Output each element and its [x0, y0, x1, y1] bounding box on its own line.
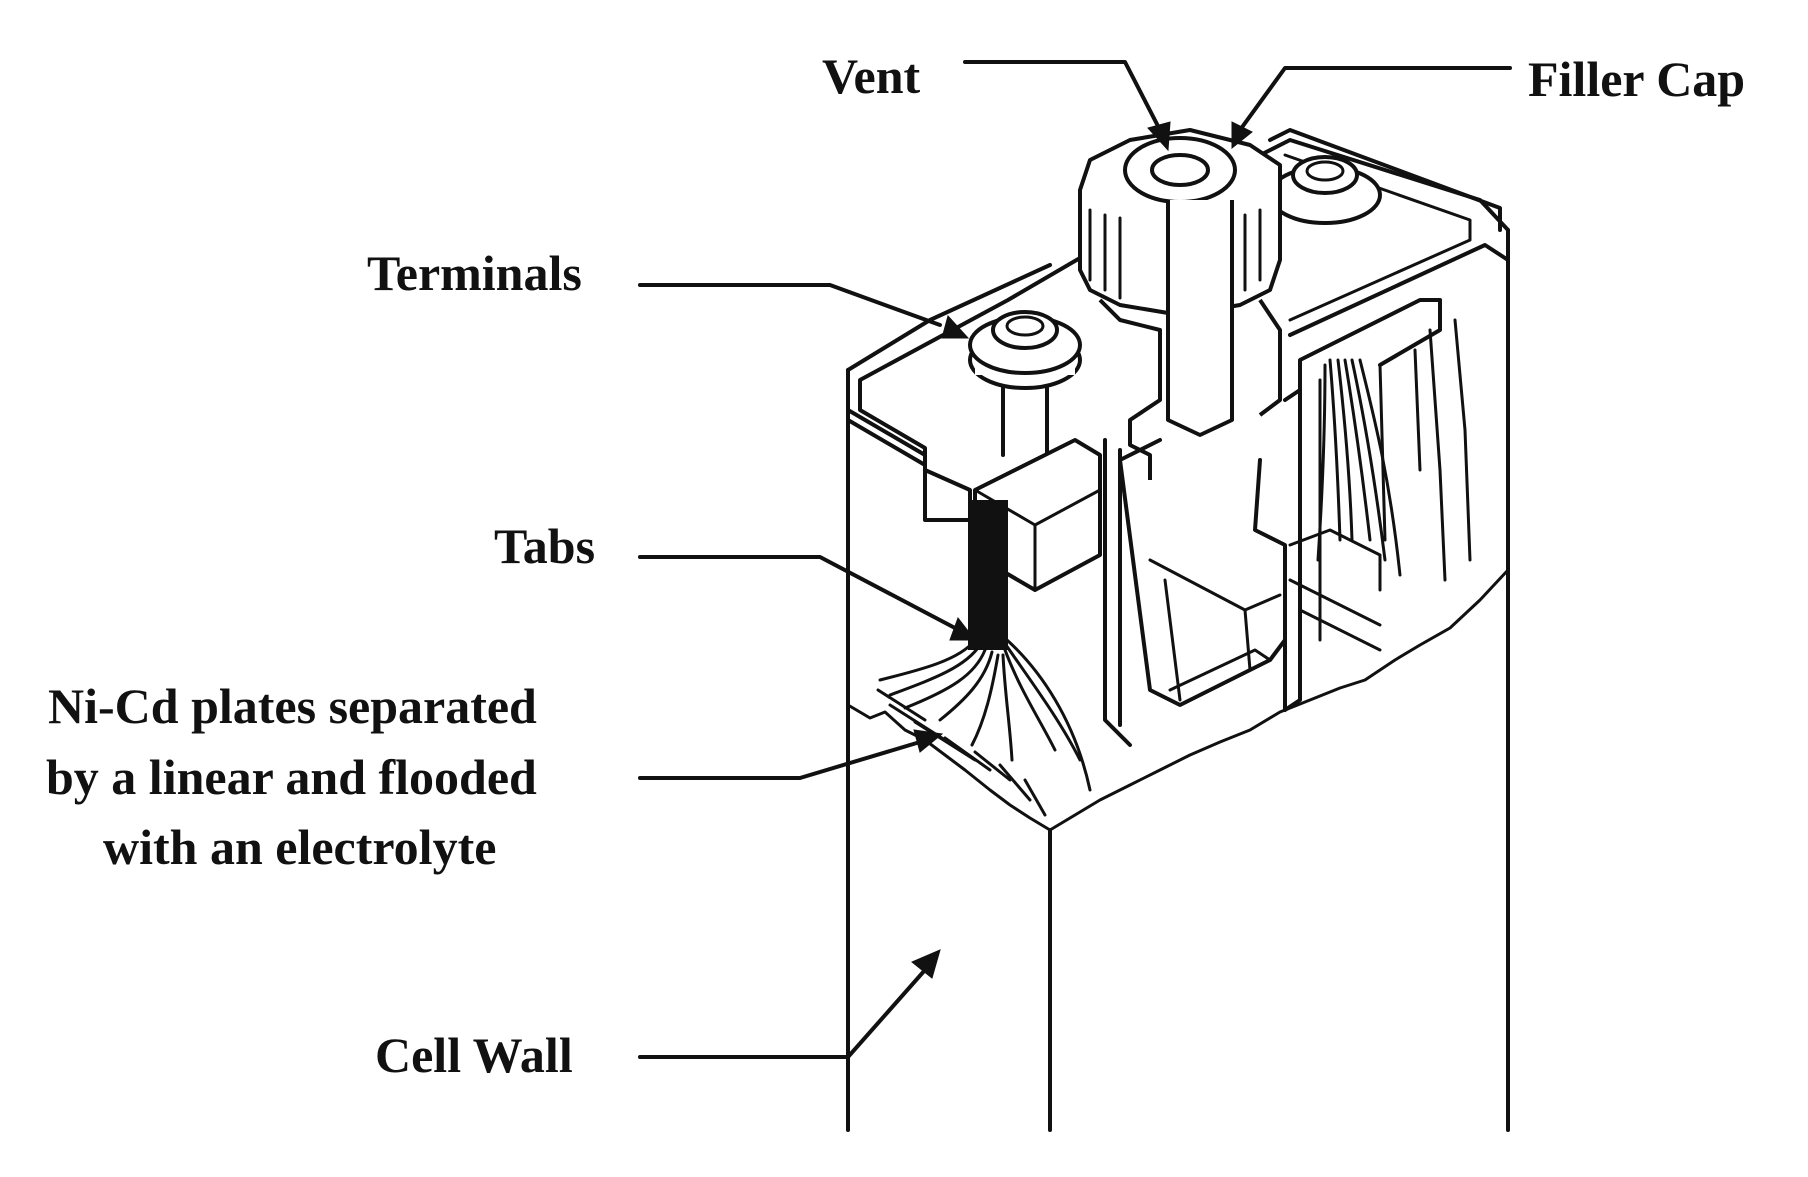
terminals-arrowhead: [941, 314, 970, 339]
cutaway-edge-right: [1048, 568, 1510, 832]
label-tabs: Tabs: [494, 518, 595, 574]
vent-arrowhead: [1147, 121, 1171, 152]
vent-ring-inner: [1150, 153, 1210, 187]
central-well-inner: [1148, 558, 1282, 702]
label-vent: Vent: [822, 48, 921, 104]
central-well: [1118, 438, 1287, 707]
plate-cut-lines: [876, 688, 1047, 817]
plates-arrowhead: [913, 729, 944, 753]
tabs-right-strands: [1316, 358, 1402, 577]
cutaway-edge-left: [846, 703, 1052, 832]
cell-lid-front-lip: [846, 408, 972, 522]
label-cell-wall: Cell Wall: [375, 1027, 573, 1083]
terminals-leader: [638, 283, 970, 339]
plate-slab-left: [1103, 438, 1132, 747]
filler-cap-collar-right: [1258, 298, 1282, 417]
filler-cap-leader-line: [1238, 66, 1512, 132]
cell-lid-right-rim: [1268, 128, 1502, 232]
plates-leader-line: [638, 740, 922, 780]
label-filler-cap: Filler Cap: [1528, 51, 1745, 107]
filler-cap-leader: [1231, 66, 1512, 150]
central-well-floor: [1168, 648, 1272, 692]
plate-cut-lines-paths: [876, 688, 1047, 817]
tabs-leader-line: [638, 555, 957, 630]
label-plates-line2: by a linear and flooded: [46, 749, 537, 805]
filler-cap-collar: [1098, 298, 1162, 480]
filler-cap-arrowhead: [1231, 121, 1253, 150]
filler-cap: [1078, 128, 1282, 480]
plate-housing-right: [1283, 298, 1442, 712]
vent-tube: [1166, 200, 1234, 437]
right-terminal: [1268, 155, 1382, 225]
label-terminals: Terminals: [367, 245, 582, 301]
cell-wall-leader: [638, 949, 941, 1059]
cell-wall-leader-line: [638, 968, 927, 1059]
terminals-leader-line: [638, 283, 942, 327]
left-terminal-shaft: [1001, 386, 1049, 457]
label-plates-line3: with an electrolyte: [103, 819, 496, 875]
tabs-left-strands: [878, 638, 1092, 792]
plates-leader: [638, 729, 944, 780]
tabs-arrowhead: [949, 616, 977, 641]
tabs-bundle-left: [878, 500, 1092, 792]
left-terminal-cap-inner: [1005, 315, 1045, 337]
label-plates-line1: Ni-Cd plates separated: [48, 678, 537, 734]
vent-leader: [963, 60, 1171, 152]
tabs-leader: [638, 555, 977, 641]
cell-wall-arrowhead: [911, 949, 941, 979]
tabs-bundle-right: [1316, 358, 1402, 577]
right-terminal-cap-inner: [1305, 160, 1345, 182]
vent-leader-line: [963, 60, 1162, 132]
filler-cap-ribs: [1088, 208, 1262, 300]
tabs-bundle-left-solid: [968, 500, 1008, 650]
